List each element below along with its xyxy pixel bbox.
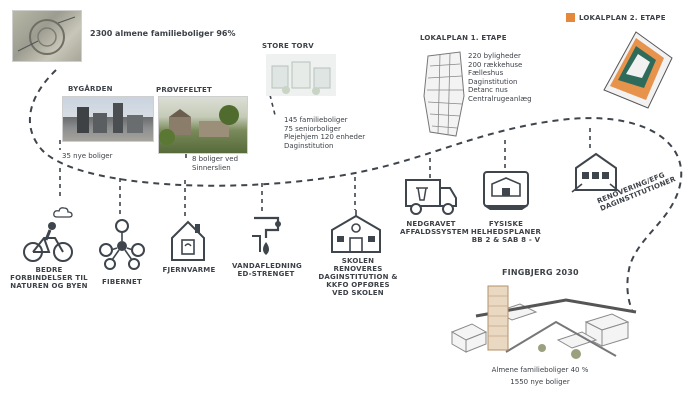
lokalplan1-line: 220 byligheder: [468, 52, 521, 60]
bygaarden-photo: [62, 96, 154, 142]
heating-house-icon: [168, 218, 208, 266]
fingbjerg-line: 1550 nye boliger: [510, 377, 570, 386]
top-caption: 2300 almene familieboliger 96%: [90, 29, 236, 38]
action-label: SKOLEN RENOVERES DAGINSTITUTION & KKFO O…: [318, 257, 398, 297]
school-icon: [330, 210, 382, 258]
action-label: BEDRE FORBINDELSER TIL NATUREN OG BYEN: [10, 266, 88, 290]
waste-truck-icon: [404, 176, 458, 220]
fingbjerg-render: [446, 282, 646, 364]
store-torv-line: 145 familieboliger: [284, 116, 348, 124]
fingbjerg-title: FINGBJERG 2030: [502, 268, 579, 277]
cloud-icon: [53, 203, 73, 222]
water-drain-icon: [248, 212, 288, 262]
lokalplan2-label: LOKALPLAN 2. ETAPE: [579, 14, 666, 22]
lokalplan1-line: Detanc nus: [468, 86, 508, 94]
store-torv-title: STORE TORV: [262, 42, 314, 50]
lokalplan1-details: 220 byligheder 200 rækkehuse Fælleshus D…: [468, 52, 532, 103]
lokalplan1-line: Fælleshus: [468, 69, 504, 77]
lokalplan1-line: Centralrugeanlæg: [468, 94, 532, 103]
action-label: NEDGRAVET AFFALDSSYSTEM: [400, 220, 469, 236]
proevefeltet-title: PRØVEFELTET: [156, 86, 212, 94]
store-torv-render: [266, 54, 336, 96]
lokalplan1-line: Daginstitution: [468, 77, 518, 86]
bygaarden-caption: 35 nye boliger: [62, 152, 113, 160]
network-icon: [98, 218, 146, 274]
lokalplan1-map-sketch: [420, 46, 468, 142]
lokalplan2-map: [598, 28, 676, 114]
aerial-photo-top: [12, 10, 82, 62]
lokalplan1-title: LOKALPLAN 1. ETAPE: [420, 34, 507, 42]
action-label: FJERNVARME: [162, 266, 216, 274]
bygaarden-title: BYGÅRDEN: [68, 85, 113, 93]
fingbjerg-line: Almene familieboliger 40 %: [491, 366, 589, 374]
store-torv-line: Plejehjem 120 enheder: [284, 133, 366, 141]
action-label: FIBERNET: [102, 278, 142, 286]
fingbjerg-caption: Almene familieboliger 40 % 1550 nye boli…: [470, 366, 610, 386]
store-torv-details: 145 familieboliger 75 seniorboliger Plej…: [284, 116, 365, 150]
action-label: FYSISKE HELHEDSPLANER bb 2 & SAB 8 - V: [470, 220, 542, 244]
cyclist-icon: [22, 218, 74, 268]
lokalplan2-legend-swatch: [566, 13, 575, 22]
proevefeltet-caption: 8 boliger ved Sinnerslien: [192, 155, 239, 172]
kindergarten-icon: [570, 150, 622, 198]
lokalplan1-line: 200 rækkehuse: [468, 60, 523, 69]
proevefeltet-photo: [158, 96, 248, 154]
store-torv-line: 75 seniorboliger: [284, 124, 341, 133]
store-torv-line: Daginstitution: [284, 141, 334, 150]
blueprint-icon: [482, 168, 530, 216]
action-label: VANDAFLEDNING ED-STRENGET: [232, 262, 302, 278]
